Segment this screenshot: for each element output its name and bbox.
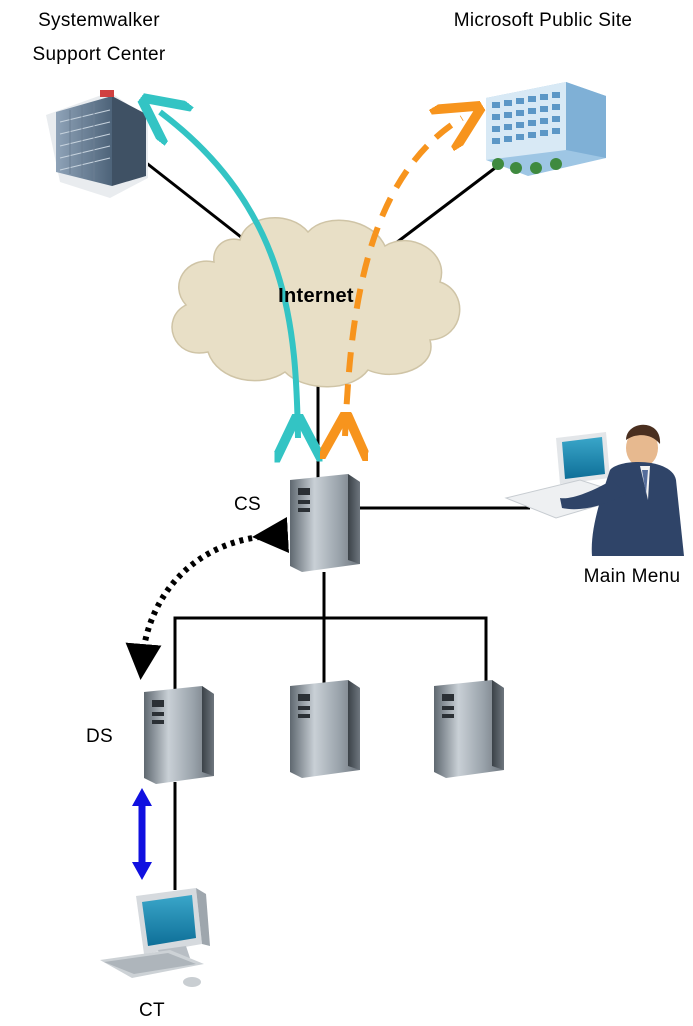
main-menu-label: Main Menu [583, 566, 681, 587]
link-microsoft-internet [391, 166, 496, 248]
blue-double-arrow [132, 788, 152, 880]
support-center-building-icon [46, 90, 148, 198]
orange-dashed-arrow [345, 118, 462, 436]
ct-computer-icon [100, 888, 210, 987]
link-bus [173, 616, 488, 690]
microsoft-site-building-icon [486, 82, 606, 176]
microsoft-site-label: Microsoft Public Site [453, 10, 633, 31]
ds-label: DS [86, 726, 113, 747]
server-3-icon [434, 680, 504, 778]
cs-label: CS [234, 494, 261, 515]
server-2-icon [290, 680, 360, 778]
support-center-label-line2: Support Center [32, 44, 166, 65]
main-menu-user-icon [504, 424, 684, 556]
ds-server-icon [144, 686, 214, 784]
internet-label: Internet [278, 285, 354, 307]
black-dotted-arrow [125, 516, 290, 680]
link-support-internet [139, 156, 256, 250]
cyan-arrow [160, 112, 298, 438]
ct-label: CT [139, 1000, 165, 1021]
support-center-label-line1: Systemwalker [38, 10, 160, 31]
cs-server-icon [290, 474, 360, 572]
